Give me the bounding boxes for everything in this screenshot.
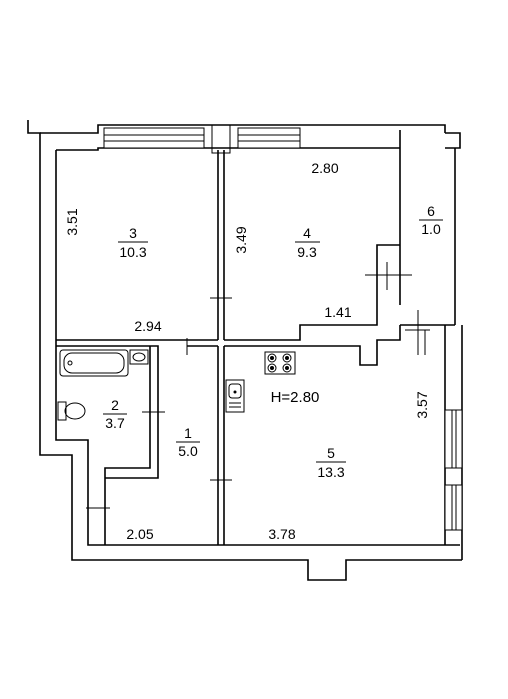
room-5-number: 5 <box>327 445 335 461</box>
room-2-area: 3.7 <box>105 415 125 431</box>
dim-room4-height: 3.49 <box>233 226 249 253</box>
dimension-labels: 3.51 2.80 3.49 2.94 1.41 3.57 2.05 3.78 <box>64 160 430 542</box>
window-room5-lower <box>444 484 463 531</box>
toilet-icon <box>57 401 86 421</box>
dim-room5-height: 3.57 <box>414 391 430 418</box>
window-room5-upper <box>444 409 463 469</box>
sink-icon <box>225 379 245 413</box>
dim-room3-width: 2.94 <box>134 318 161 334</box>
room-5-area: 13.3 <box>317 464 344 480</box>
ceiling-height-label: H=2.80 <box>271 389 320 406</box>
window-room4 <box>237 127 301 149</box>
room-6-number: 6 <box>427 203 435 219</box>
dim-room4-lower: 1.41 <box>324 304 351 320</box>
dim-bottom-right: 3.78 <box>268 526 295 542</box>
interior-walls <box>56 124 430 545</box>
window-room3 <box>103 127 205 149</box>
room-3-number: 3 <box>129 225 137 241</box>
windows <box>103 127 463 531</box>
room-3-area: 10.3 <box>119 244 146 260</box>
room-4-area: 9.3 <box>297 244 317 260</box>
room-4-number: 4 <box>303 225 311 241</box>
room-1-area: 5.0 <box>178 443 198 459</box>
room-1-number: 1 <box>184 425 192 441</box>
fixtures <box>57 349 296 421</box>
bathtub-icon <box>59 349 149 377</box>
dim-room3-height: 3.51 <box>64 208 80 235</box>
room-labels: 3 10.3 4 9.3 6 1.0 2 3.7 1 5.0 5 13.3 H=… <box>103 203 443 480</box>
dim-room4-width: 2.80 <box>311 160 338 176</box>
stove-icon <box>264 351 296 375</box>
dim-bottom-left: 2.05 <box>126 526 153 542</box>
room-2-number: 2 <box>111 397 119 413</box>
room-6-area: 1.0 <box>421 221 441 237</box>
